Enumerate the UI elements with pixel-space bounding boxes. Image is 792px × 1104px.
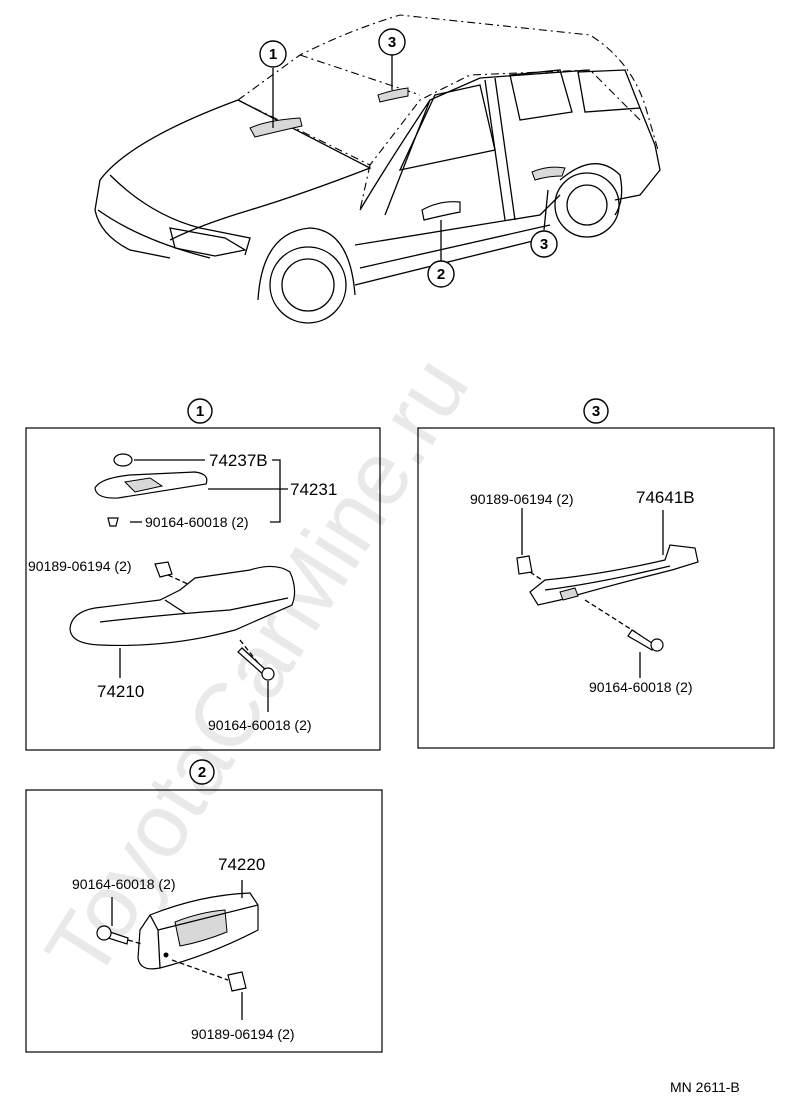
label-74210: 74210	[97, 682, 144, 701]
svg-text:2: 2	[437, 266, 445, 283]
label-90189-06194-d: 90189-06194 (2)	[191, 1026, 295, 1042]
label-74237B: 74237B	[209, 451, 268, 470]
label-90164-60018-c: 90164-60018 (2)	[589, 679, 693, 695]
label-74220: 74220	[218, 855, 265, 874]
label-74641B: 74641B	[636, 488, 695, 507]
svg-text:1: 1	[269, 46, 277, 63]
callout-1-top: 1	[259, 40, 287, 68]
callout-2-side: 2	[427, 260, 455, 288]
label-90164-60018-d: 90164-60018 (2)	[72, 876, 176, 892]
section-3-marker: 3	[583, 398, 609, 424]
section-1-marker: 1	[187, 398, 213, 424]
label-90164-60018-b: 90164-60018 (2)	[208, 717, 312, 733]
svg-text:1: 1	[196, 403, 204, 420]
diagram-code: MN 2611-B	[670, 1079, 740, 1095]
label-74231: 74231	[290, 480, 337, 499]
section-1-frame	[25, 427, 381, 751]
section-2-frame	[25, 789, 383, 1053]
svg-text:3: 3	[592, 403, 600, 420]
svg-text:2: 2	[198, 764, 206, 781]
label-90189-06194-a: 90189-06194 (2)	[28, 558, 132, 574]
section-2-marker: 2	[189, 759, 215, 785]
section-1-drawing	[69, 453, 296, 712]
svg-text:3: 3	[388, 34, 396, 51]
section-3-frame	[417, 427, 775, 749]
section-3-drawing	[516, 508, 699, 678]
svg-text:3: 3	[540, 236, 548, 253]
callout-3-top: 3	[378, 28, 406, 56]
label-90164-60018-a: 90164-60018 (2)	[145, 514, 249, 530]
callout-3-side: 3	[530, 230, 558, 258]
section-2-drawing	[96, 880, 259, 1020]
car-illustration	[94, 14, 661, 324]
label-90189-06194-c: 90189-06194 (2)	[470, 491, 574, 507]
